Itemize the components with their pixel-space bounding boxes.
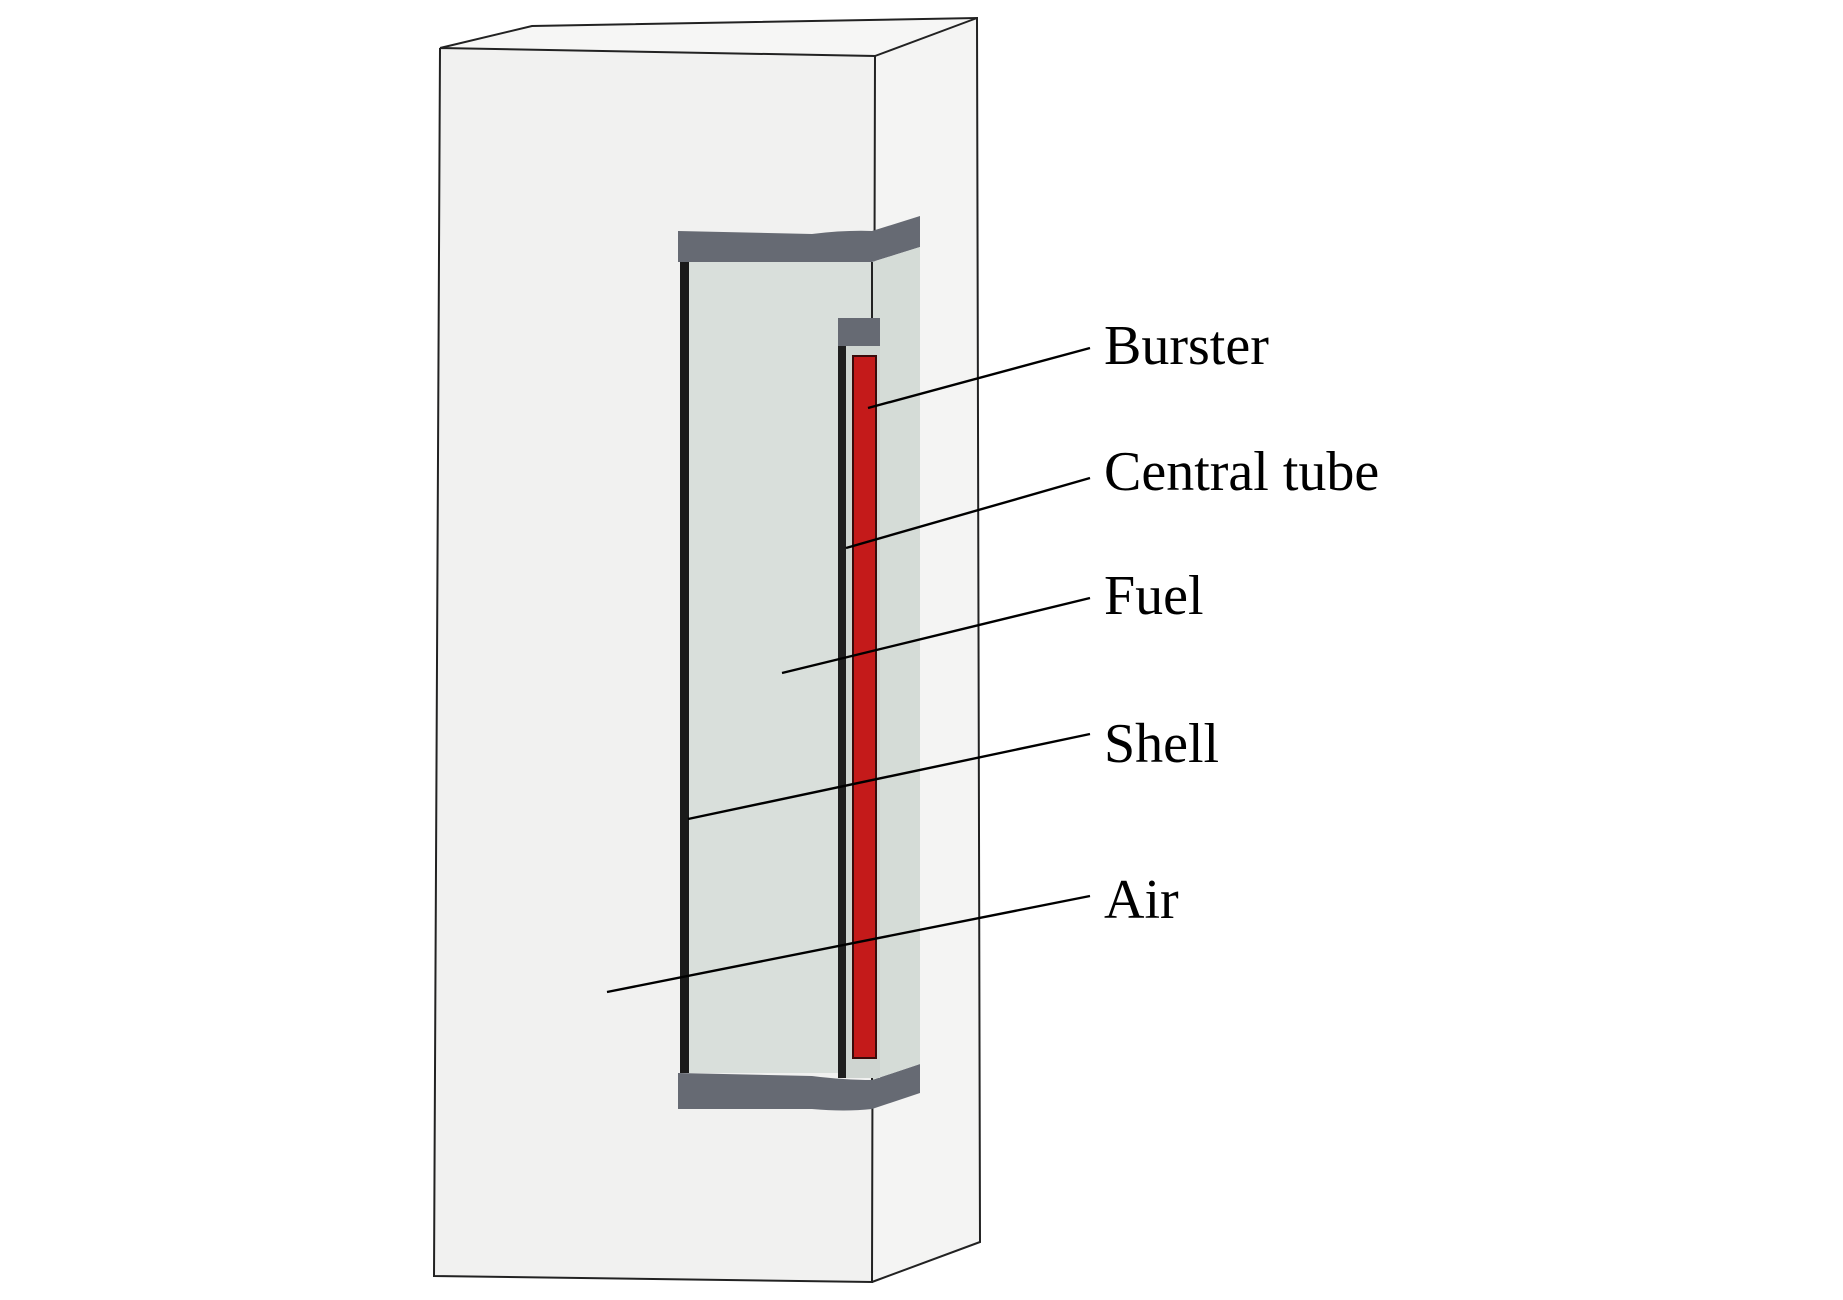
air-box-top-edge: [874, 17, 978, 57]
central-tube-inner-wall: [838, 346, 846, 1078]
shell-bottom-cap: [678, 1064, 920, 1111]
central-tube-label: Central tube: [1104, 441, 1379, 503]
burster: [852, 355, 877, 1059]
shell-label: Shell: [1104, 713, 1219, 775]
air-box-top-face: [440, 18, 977, 56]
air-label: Air: [1104, 869, 1179, 931]
shell: [678, 216, 920, 1111]
central-tube-cap: [838, 318, 880, 346]
fuel-leader-line: [781, 596, 1091, 675]
central-tube-leader-line: [845, 476, 1091, 550]
burster-label: Burster: [1104, 315, 1269, 377]
burster-leader-line: [867, 346, 1091, 410]
fuel: [689, 247, 920, 1080]
fuel-label: Fuel: [1104, 565, 1204, 627]
shell-top-cap: [678, 216, 920, 262]
shell-leader-line: [687, 732, 1091, 821]
leader-lines: [606, 346, 1091, 994]
air-leader-line: [606, 894, 1091, 994]
fuel-side-region: [872, 247, 920, 1080]
labels: Burster Central tube Fuel Shell Air: [1104, 315, 1379, 931]
burster-rod: [852, 355, 877, 1059]
shell-wall: [680, 262, 689, 1073]
